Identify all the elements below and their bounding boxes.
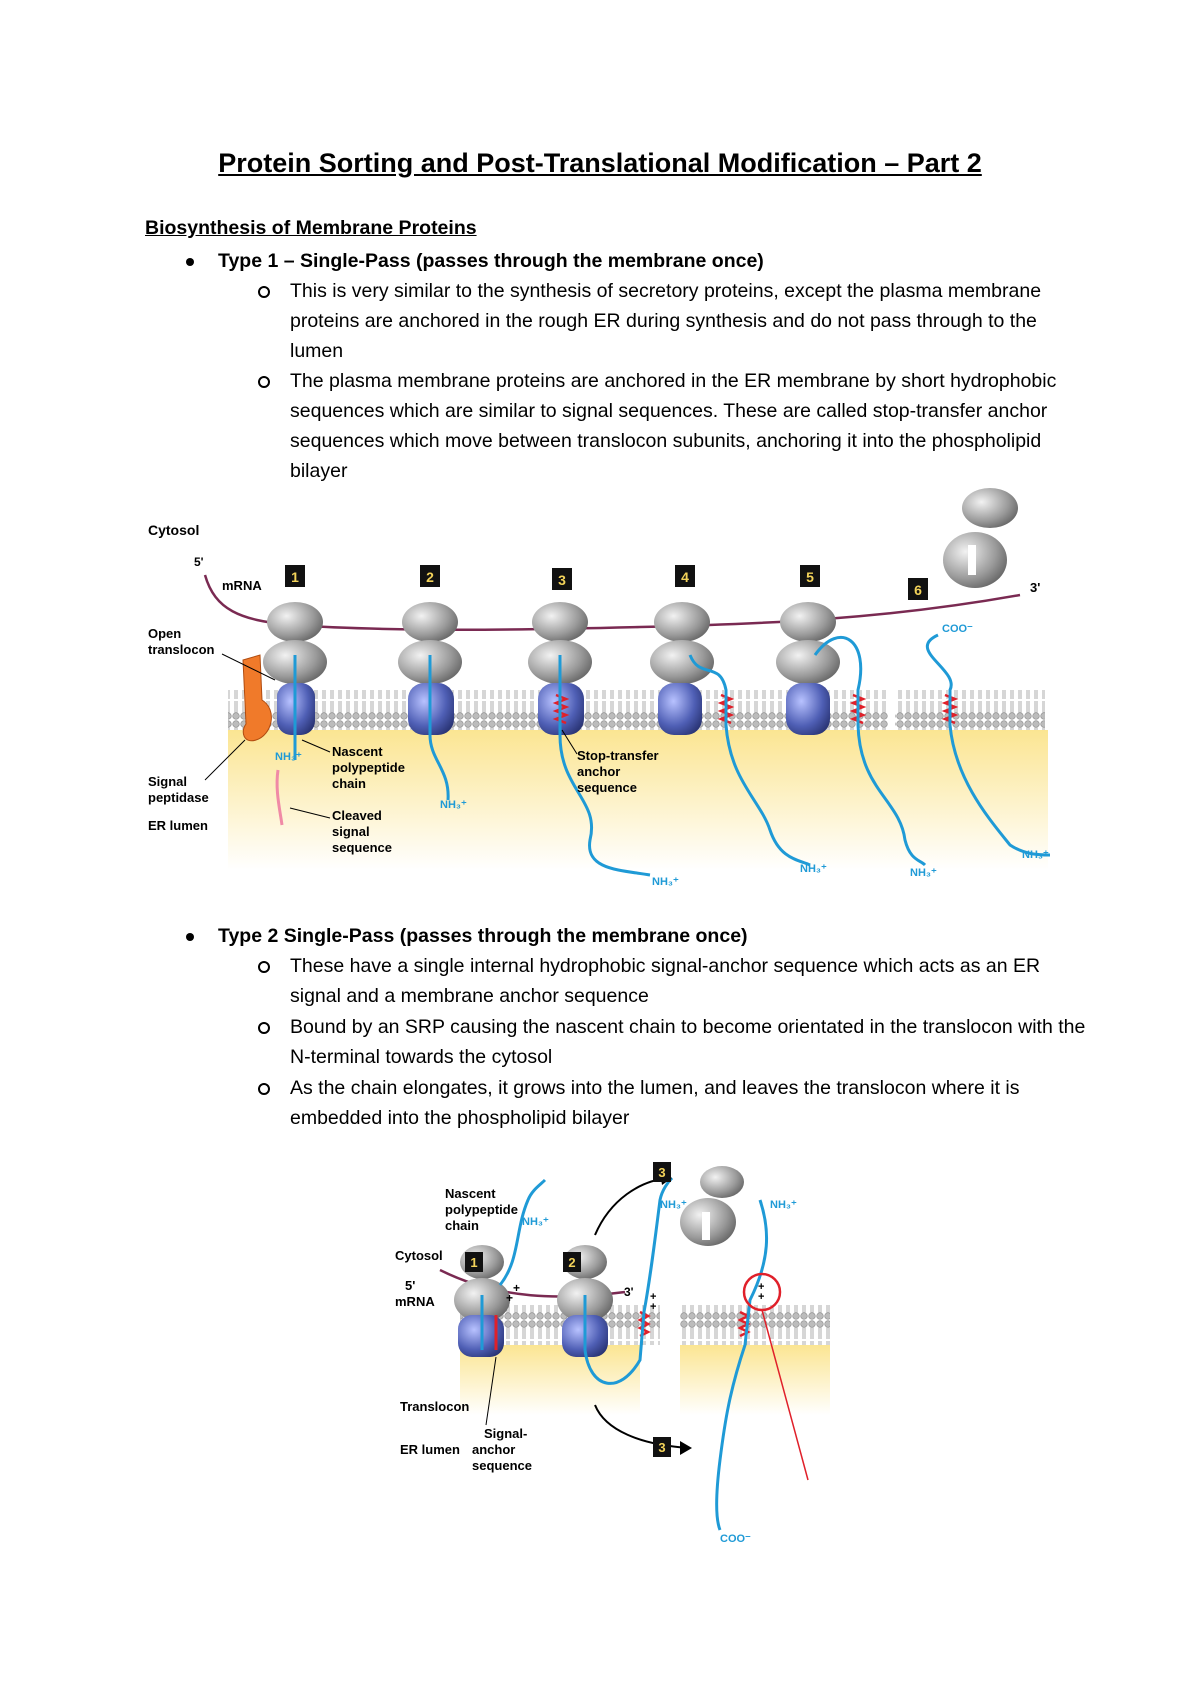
label-signal-anchor-1: Signal- — [484, 1426, 527, 1441]
label-er-lumen: ER lumen — [148, 818, 208, 833]
label-cytosol: Cytosol — [148, 522, 199, 538]
label-nh3-5: NH₃⁺ — [910, 867, 937, 879]
step3-embedded-protein — [715, 1199, 809, 1531]
type1-heading: Type 1 – Single-Pass (passes through the… — [186, 250, 764, 272]
label-cleaved-3: sequence — [332, 840, 392, 855]
charge-plus: + — [650, 1291, 656, 1303]
step-badges: 1 2 3 3 — [465, 1162, 671, 1457]
label-er-lumen: ER lumen — [400, 1442, 460, 1457]
label-signal-anchor-3: sequence — [472, 1458, 532, 1473]
label-nh3-3: NH₃⁺ — [770, 1199, 797, 1211]
step-badges: 1 2 3 4 5 6 — [285, 565, 928, 600]
step-label: 2 — [568, 1255, 575, 1270]
label-nh3-3: NH₃⁺ — [652, 876, 679, 888]
label-cleaved-1: Cleaved — [332, 808, 382, 823]
step3-complex — [528, 602, 651, 877]
label-cleaved-2: signal — [332, 824, 370, 839]
step-label: 1 — [291, 569, 299, 585]
step1-complex — [454, 1178, 547, 1357]
released-ribosome — [680, 1166, 744, 1246]
step-label: 2 — [426, 569, 434, 585]
label-nh3-1: NH₃⁺ — [522, 1216, 549, 1228]
type2-point-1: These have a single internal hydrophobic… — [258, 951, 1090, 1011]
label-stop-transfer-3: sequence — [577, 780, 637, 795]
label-translocon: Translocon — [400, 1399, 469, 1414]
charge-plus: + — [513, 1281, 520, 1295]
section-heading: Biosynthesis of Membrane Proteins — [145, 217, 477, 239]
label-nh3-6: NH₃⁺ — [1022, 849, 1049, 861]
charge-plus: + — [758, 1281, 764, 1293]
label-coo: COO⁻ — [720, 1533, 751, 1545]
step2-complex — [398, 602, 462, 801]
step2-complex — [557, 1176, 674, 1385]
label-nascent-2: polypeptide — [445, 1202, 518, 1217]
label-nascent-3: chain — [332, 776, 366, 791]
step4-complex — [650, 602, 811, 867]
label-open-translocon-1: Open — [148, 626, 181, 641]
step1-complex — [263, 602, 327, 760]
type2-point-3: As the chain elongates, it grows into th… — [258, 1073, 1090, 1133]
label-nascent-1: Nascent — [445, 1186, 496, 1201]
step-label: 1 — [470, 1255, 477, 1270]
step-label: 3 — [558, 572, 566, 588]
step-label: 6 — [914, 582, 922, 598]
step5-complex — [776, 602, 927, 867]
label-5prime: 5' — [194, 555, 204, 569]
label-nascent-2: polypeptide — [332, 760, 405, 775]
label-open-translocon-2: translocon — [148, 642, 215, 657]
type2-heading: Type 2 Single-Pass (passes through the m… — [186, 925, 748, 947]
label-nh3-4: NH₃⁺ — [800, 863, 827, 875]
type1-point-1: This is very similar to the synthesis of… — [258, 276, 1090, 366]
type2-point-2: Bound by an SRP causing the nascent chai… — [258, 1012, 1090, 1072]
label-nh3-1: NH₃⁺ — [275, 751, 302, 763]
label-nascent-3: chain — [445, 1218, 479, 1233]
charge-plus: + — [506, 1291, 513, 1305]
label-signal-peptidase-2: peptidase — [148, 790, 209, 805]
label-signal-peptidase-1: Signal — [148, 774, 187, 789]
charge-plus: + — [758, 1291, 764, 1303]
membrane-segment — [895, 690, 1045, 730]
cleaved-signal-sequence — [275, 769, 284, 826]
label-3prime: 3' — [1030, 580, 1040, 595]
label-nh3-2: NH₃⁺ — [660, 1199, 687, 1211]
label-nascent-1: Nascent — [332, 744, 383, 759]
charge-plus: + — [650, 1301, 656, 1313]
page-title: Protein Sorting and Post-Translational M… — [218, 148, 982, 178]
label-stop-transfer-2: anchor — [577, 764, 620, 779]
step-label: 5 — [806, 569, 814, 585]
arrow-embed — [594, 1404, 691, 1449]
step6-complex — [926, 488, 1051, 857]
type1-point-2: The plasma membrane proteins are anchore… — [258, 366, 1090, 486]
step-label: 3 — [658, 1440, 665, 1455]
label-stop-transfer-1: Stop-transfer — [577, 748, 659, 763]
membrane-segment — [680, 1305, 830, 1345]
label-signal-anchor-2: anchor — [472, 1442, 515, 1457]
signal-peptidase — [242, 654, 272, 742]
pointer-line — [761, 1309, 809, 1481]
step-label: 3 — [658, 1165, 665, 1180]
step-label: 4 — [681, 569, 689, 585]
label-5prime: 5' — [405, 1278, 415, 1293]
label-cytosol: Cytosol — [395, 1248, 443, 1263]
er-lumen-region — [680, 1345, 830, 1415]
label-nh3-2: NH₃⁺ — [440, 799, 467, 811]
label-coo: COO⁻ — [942, 623, 973, 635]
label-3prime: 3' — [624, 1285, 634, 1299]
label-mrna: mRNA — [395, 1294, 435, 1309]
er-lumen-region — [228, 730, 1048, 870]
label-mrna: mRNA — [222, 578, 262, 593]
